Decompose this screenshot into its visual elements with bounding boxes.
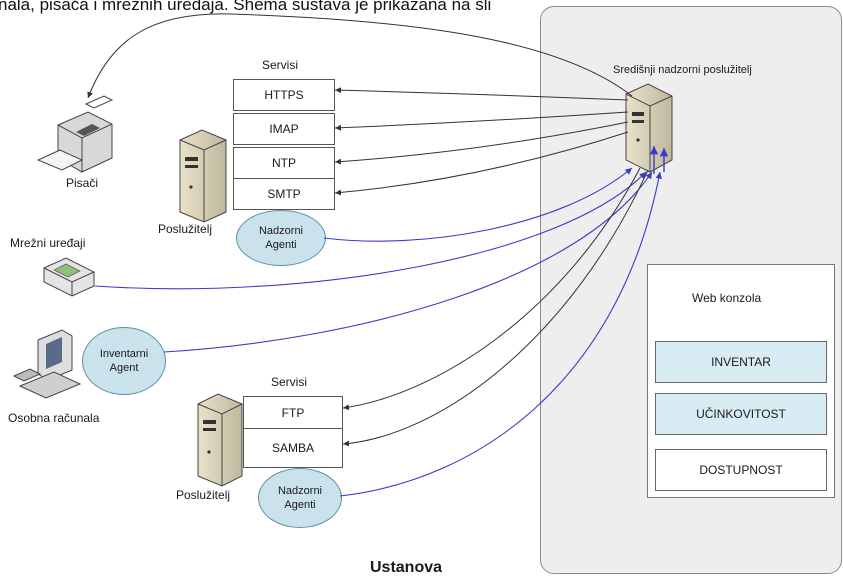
server1-label: Poslužitelj — [158, 222, 213, 236]
server2-label: Poslužitelj — [176, 488, 231, 502]
printer-icon — [36, 95, 114, 173]
printer-link — [87, 13, 633, 99]
service-smtp: SMTP — [233, 178, 335, 210]
agent-ellipse-server1: Nadzorni Agenti — [236, 210, 326, 266]
agent-ellipse-pc: Inventarni Agent — [82, 327, 166, 395]
server1-icon — [179, 129, 227, 223]
console-item-ucinkovitost: UČINKOVITOST — [655, 393, 827, 435]
services-title-2: Servisi — [271, 375, 308, 389]
web-console-title: Web konzola — [692, 291, 762, 305]
services-title-1: Servisi — [262, 58, 299, 72]
service-samba: SAMBA — [243, 428, 343, 468]
agent-label-server2: Nadzorni Agenti — [277, 485, 323, 511]
printers-label: Pisači — [66, 176, 99, 190]
agent-links — [94, 167, 662, 497]
central-blue-markers — [649, 146, 669, 174]
pc-icon — [12, 329, 82, 399]
service-imap: IMAP — [233, 113, 335, 145]
network-device-icon — [43, 257, 95, 297]
central-server-icon — [625, 83, 673, 173]
network-devices-label: Mrežni uređaji — [10, 236, 86, 250]
server2-icon — [197, 393, 243, 487]
inventory-agent-label: Inventarni Agent — [99, 348, 149, 374]
console-item-dostupnost: DOSTUPNOST — [655, 449, 827, 491]
console-item-inventar: INVENTAR — [655, 341, 827, 383]
service-ntp: NTP — [233, 147, 335, 179]
service-arrows-server2 — [342, 167, 649, 447]
institution-label: Ustanova — [370, 559, 443, 576]
pcs-label: Osobna računala — [8, 411, 100, 425]
agent-ellipse-server2: Nadzorni Agenti — [258, 468, 342, 528]
agent-label-server1: Nadzorni Agenti — [258, 225, 304, 251]
service-arrows-server1 — [334, 87, 629, 196]
service-https: HTTPS — [233, 79, 335, 111]
central-server-label: Središnji nadzorni poslužitelj — [613, 64, 752, 76]
intro-text: nala, pisača i mrežnih uređaja. Shema su… — [0, 0, 492, 14]
